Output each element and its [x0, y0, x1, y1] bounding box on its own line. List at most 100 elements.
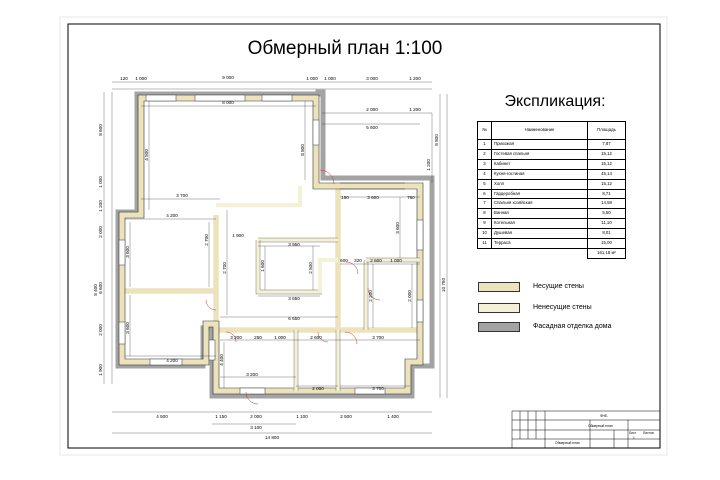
dim-top-3000: 3 000 — [366, 76, 378, 81]
row-number: 8 — [477, 208, 492, 220]
bearing-walls — [119, 95, 423, 394]
dim-room-4400: 4 400 — [219, 354, 224, 366]
stamp-sheets: Листов — [643, 431, 654, 435]
dim-3700-b: 3 700 — [372, 386, 384, 391]
title-block — [511, 410, 661, 449]
row-area: 14,58 — [587, 198, 626, 210]
dim-top-1000b: 1 000 — [306, 76, 318, 81]
legend-partition-walls: Ненесущие стены — [478, 303, 638, 316]
door-swings — [205, 169, 381, 405]
col-area: Площадь — [587, 121, 626, 140]
row-name: Холл — [491, 178, 588, 190]
windows — [118, 94, 424, 395]
col-number: № — [477, 121, 492, 140]
row-area: 15,12 — [587, 158, 626, 170]
stamp-code: ФНЕ- — [600, 414, 609, 418]
dim-3200-b: 3 200 — [246, 372, 258, 377]
dim-left-1200: 1 200 — [98, 200, 103, 212]
sheet-frame — [67, 23, 661, 449]
dim-3200: 3 200 — [230, 335, 242, 340]
total-row: 161,18 м² — [478, 247, 626, 259]
dim-3700-m: 3 700 — [372, 335, 384, 340]
dim-top-1000c: 1 000 — [324, 76, 336, 81]
row-name: Котельная — [491, 218, 588, 230]
dim-left-2000b: 2 000 — [98, 324, 103, 336]
dim-2600-r: 2 600 — [370, 258, 382, 263]
row-area: 8,71 — [587, 188, 626, 200]
dim-top-120: 120 — [120, 76, 128, 81]
dim-room-2700: 2 700 — [204, 234, 209, 246]
dim-1000-m: 1 000 — [274, 335, 286, 340]
partition-walls — [216, 186, 420, 391]
dimension-labels: 120 1 000 9 000 1 000 1 000 3 000 1 200 … — [120, 75, 421, 440]
legend-swatch-partition — [478, 303, 520, 313]
dim-top-9000: 9 000 — [222, 75, 234, 80]
row-area: 11,10 — [587, 218, 626, 230]
col-name: Наименование — [491, 121, 588, 140]
row-name: Кухня-гостиная — [491, 168, 588, 180]
row-area: 45,14 — [587, 168, 626, 180]
row-area: 5,50 — [587, 208, 626, 220]
row-number: 6 — [477, 188, 492, 200]
dim-bot-1400: 1 400 — [387, 414, 399, 419]
terrace-rail — [340, 182, 405, 190]
row-area: 15,12 — [587, 178, 626, 190]
legend-facade: Фасадная отделка дома — [478, 322, 638, 335]
row-number: 9 — [477, 218, 492, 230]
stamp-sheet: Лист — [629, 431, 637, 435]
dim-5600: 5 600 — [366, 125, 378, 130]
dim-room-2700b: 2 700 — [222, 262, 227, 274]
dim-bot-4500: 4 500 — [156, 414, 168, 419]
stamp-num: 1 — [633, 436, 635, 440]
legend-label-facade: Фасадная отделка дома — [533, 323, 612, 330]
dim-room-3600r: 3 600 — [395, 222, 400, 234]
legend-label-bearing: Несущие стены — [533, 283, 584, 290]
partition-walls-outline — [255, 237, 420, 391]
row-name: Душевая — [491, 228, 588, 240]
dim-room-2000r: 2 000 — [407, 290, 412, 302]
dim-4200-a: 4 200 — [166, 213, 178, 218]
row-name: Гостевая спальня — [491, 148, 588, 160]
dim-room-4500: 4 500 — [144, 149, 149, 161]
dim-bot-1100: 1 100 — [296, 414, 308, 419]
dim-room-1600: 1 600 — [260, 260, 265, 272]
row-area: 15,12 — [587, 148, 626, 160]
dim-room-2200: 2 200 — [368, 290, 373, 302]
dimension-labels-vertical: 8 600 1 000 1 200 8 400 2 000 6 600 2 00… — [93, 124, 446, 376]
row-area: 15,00 — [587, 238, 626, 249]
dim-bot-2500: 2 500 — [340, 414, 352, 419]
row-name: Гардеробная — [491, 188, 588, 200]
dimension-lines — [103, 81, 448, 434]
row-number: 5 — [477, 178, 492, 190]
dim-2000-b: 2 000 — [312, 386, 324, 391]
row-number: 1 — [477, 139, 492, 150]
dim-room-2500: 2 500 — [308, 262, 313, 274]
dim-1900: 1 900 — [232, 233, 244, 238]
dim-top-1200: 1 200 — [409, 76, 421, 81]
row-name: Прихожая — [491, 139, 588, 150]
legend-swatch-facade — [478, 322, 520, 332]
dim-right-1200: 1 200 — [426, 159, 431, 171]
dim-3600: 3 600 — [367, 195, 379, 200]
dim-top-1000: 1 000 — [135, 76, 147, 81]
dim-600: 600 — [340, 258, 348, 263]
dim-room-3600b: 3 600 — [125, 322, 130, 334]
dim-room-4800: 8 800 — [300, 144, 305, 156]
row-number: 7 — [477, 198, 492, 210]
dim-left-1000: 1 000 — [98, 176, 103, 188]
explication-header-row: № Наименование Площадь — [477, 121, 626, 140]
row-number: 11 — [477, 238, 492, 249]
dim-left-2000: 2 000 — [98, 226, 103, 238]
stamp-name: Обмерный план — [555, 441, 580, 445]
row-number: 4 — [477, 168, 492, 180]
row-area: 7,87 — [587, 139, 626, 150]
total-area: 161,18 м² — [587, 247, 626, 259]
stamp-org: Обмерный план — [588, 424, 613, 428]
